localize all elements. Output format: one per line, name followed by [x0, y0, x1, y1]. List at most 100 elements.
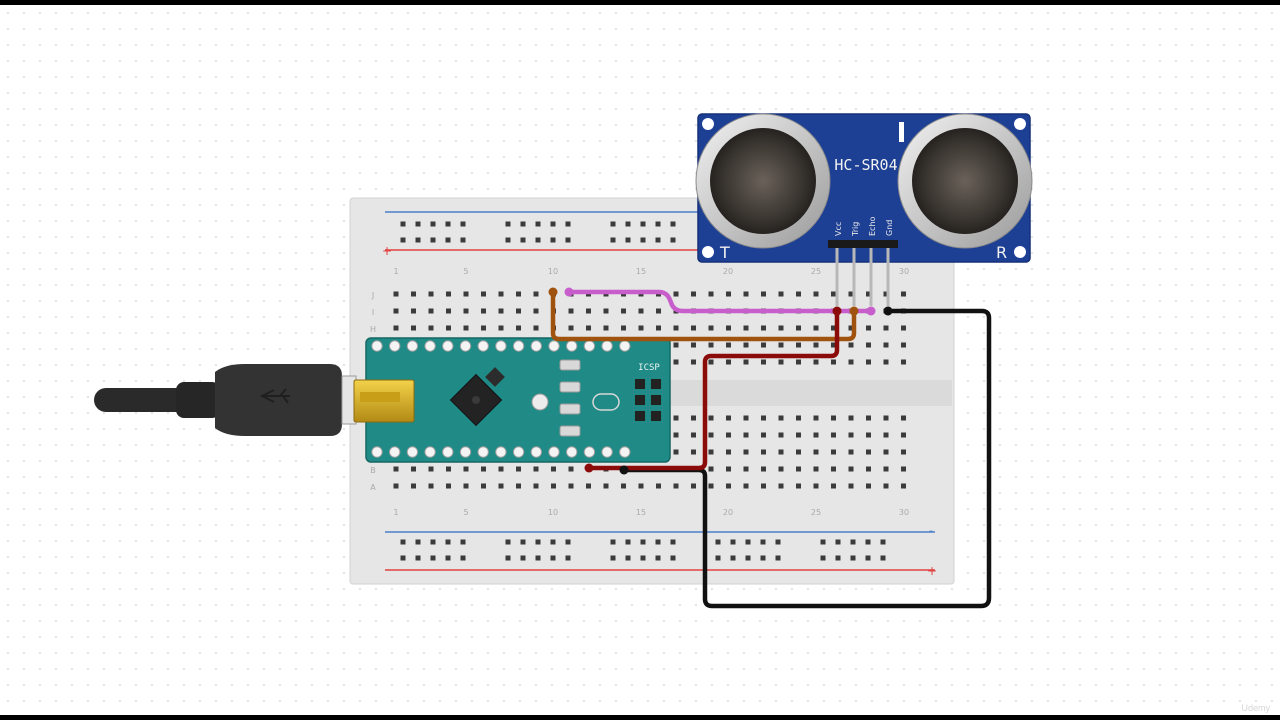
breadboard-hole: [901, 449, 906, 455]
rail-hole: [775, 539, 781, 545]
breadboard-hole: [866, 291, 871, 297]
breadboard-hole: [533, 291, 539, 297]
breadboard-hole: [743, 466, 749, 472]
icsp-pin: [651, 395, 661, 405]
breadboard-hole: [743, 449, 749, 455]
rail-hole: [415, 221, 421, 227]
breadboard-hole: [498, 308, 504, 314]
breadboard-hole: [883, 342, 889, 348]
col-num-bottom: 5: [463, 508, 468, 517]
breadboard-hole: [481, 308, 486, 314]
rail-hole: [565, 221, 571, 227]
breadboard-hole: [481, 325, 486, 331]
breadboard-hole: [393, 466, 399, 472]
breadboard-hole: [568, 325, 574, 331]
breadboard-hole: [673, 359, 679, 365]
breadboard-hole: [708, 291, 714, 297]
col-num-top: 1: [393, 267, 398, 276]
breadboard-hole: [446, 325, 451, 331]
col-num-bottom: 20: [723, 508, 733, 517]
breadboard-hole: [481, 466, 486, 472]
breadboard-hole: [428, 291, 434, 297]
wire-end-gnd-board: [619, 465, 629, 475]
header-pin: [389, 446, 401, 458]
breadboard-hole: [691, 342, 696, 348]
col-num-top: 20: [723, 267, 733, 276]
canvas: - + - + 1 5 10 15 20 25 30 1 5 10 15 20 …: [0, 5, 1280, 715]
breadboard-hole: [516, 325, 521, 331]
mount-hole: [1014, 118, 1026, 130]
col-num-top: 5: [463, 267, 468, 276]
rail-hole: [745, 539, 751, 545]
rail-hole: [505, 539, 511, 545]
rail-hole: [640, 221, 646, 227]
rail-hole: [880, 555, 886, 561]
breadboard-hole: [691, 415, 696, 421]
col-num-top: 10: [548, 267, 558, 276]
header-pin: [477, 340, 489, 352]
rail-hole: [460, 221, 466, 227]
breadboard-hole: [901, 359, 906, 365]
usb-strain-relief: [176, 382, 220, 418]
rail-hole: [865, 555, 871, 561]
rail-hole: [430, 539, 436, 545]
rail-hole: [730, 555, 736, 561]
rail-hole: [610, 555, 616, 561]
breadboard-hole: [901, 291, 906, 297]
header-pin: [530, 446, 542, 458]
breadboard-hole: [691, 483, 696, 489]
breadboard-hole: [761, 432, 766, 438]
breadboard-hole: [866, 325, 871, 331]
rail-hole: [610, 221, 616, 227]
breadboard-hole: [796, 291, 801, 297]
wire-end-echo-d: [564, 287, 574, 297]
echo-wire: [569, 289, 871, 314]
breadboard-hole: [533, 466, 539, 472]
receiver-mark: R: [996, 243, 1007, 262]
breadboard-hole: [638, 308, 644, 314]
pin-label-gnd: Gnd: [885, 220, 894, 236]
breadboard-hole: [883, 466, 889, 472]
rail-hole: [670, 555, 676, 561]
breadboard-hole: [586, 483, 591, 489]
breadboard-hole: [673, 449, 679, 455]
breadboard-hole: [673, 432, 679, 438]
breadboard-hole: [498, 483, 504, 489]
vcc-wire: [589, 311, 840, 471]
rail-hole: [760, 539, 766, 545]
header-pin: [601, 340, 613, 352]
breadboard-hole: [516, 308, 521, 314]
receiver-mesh: [912, 128, 1018, 234]
breadboard-hole: [708, 415, 714, 421]
breadboard-hole: [533, 483, 539, 489]
breadboard-hole: [848, 342, 854, 348]
breadboard-hole: [638, 325, 644, 331]
breadboard-hole: [743, 359, 749, 365]
breadboard-hole: [726, 449, 731, 455]
breadboard-hole: [831, 291, 836, 297]
rail-hole: [565, 555, 571, 561]
rail-hole: [535, 555, 541, 561]
header-pin: [512, 446, 525, 458]
icsp-pin: [651, 379, 661, 389]
top-rail-plus: +: [382, 244, 392, 258]
breadboard-hole: [883, 432, 889, 438]
col-num-bottom: 30: [899, 508, 909, 517]
pin-label-vcc: Vcc: [834, 222, 843, 236]
breadboard-hole: [428, 483, 434, 489]
breadboard-hole: [586, 325, 591, 331]
rail-hole: [625, 539, 631, 545]
breadboard-hole: [848, 483, 854, 489]
breadboard-hole: [603, 308, 609, 314]
usb-plug-body: [215, 364, 342, 436]
smd-led-2: [559, 381, 581, 393]
breadboard-hole: [516, 291, 521, 297]
header-pin: [442, 340, 454, 352]
wire-end-trig-sensor: [849, 306, 859, 316]
bottom-rail-plus: +: [927, 564, 937, 578]
breadboard-hole: [743, 325, 749, 331]
header-pin: [371, 446, 383, 458]
breadboard-hole: [708, 359, 714, 365]
breadboard-hole: [796, 466, 801, 472]
rail-hole: [655, 221, 661, 227]
